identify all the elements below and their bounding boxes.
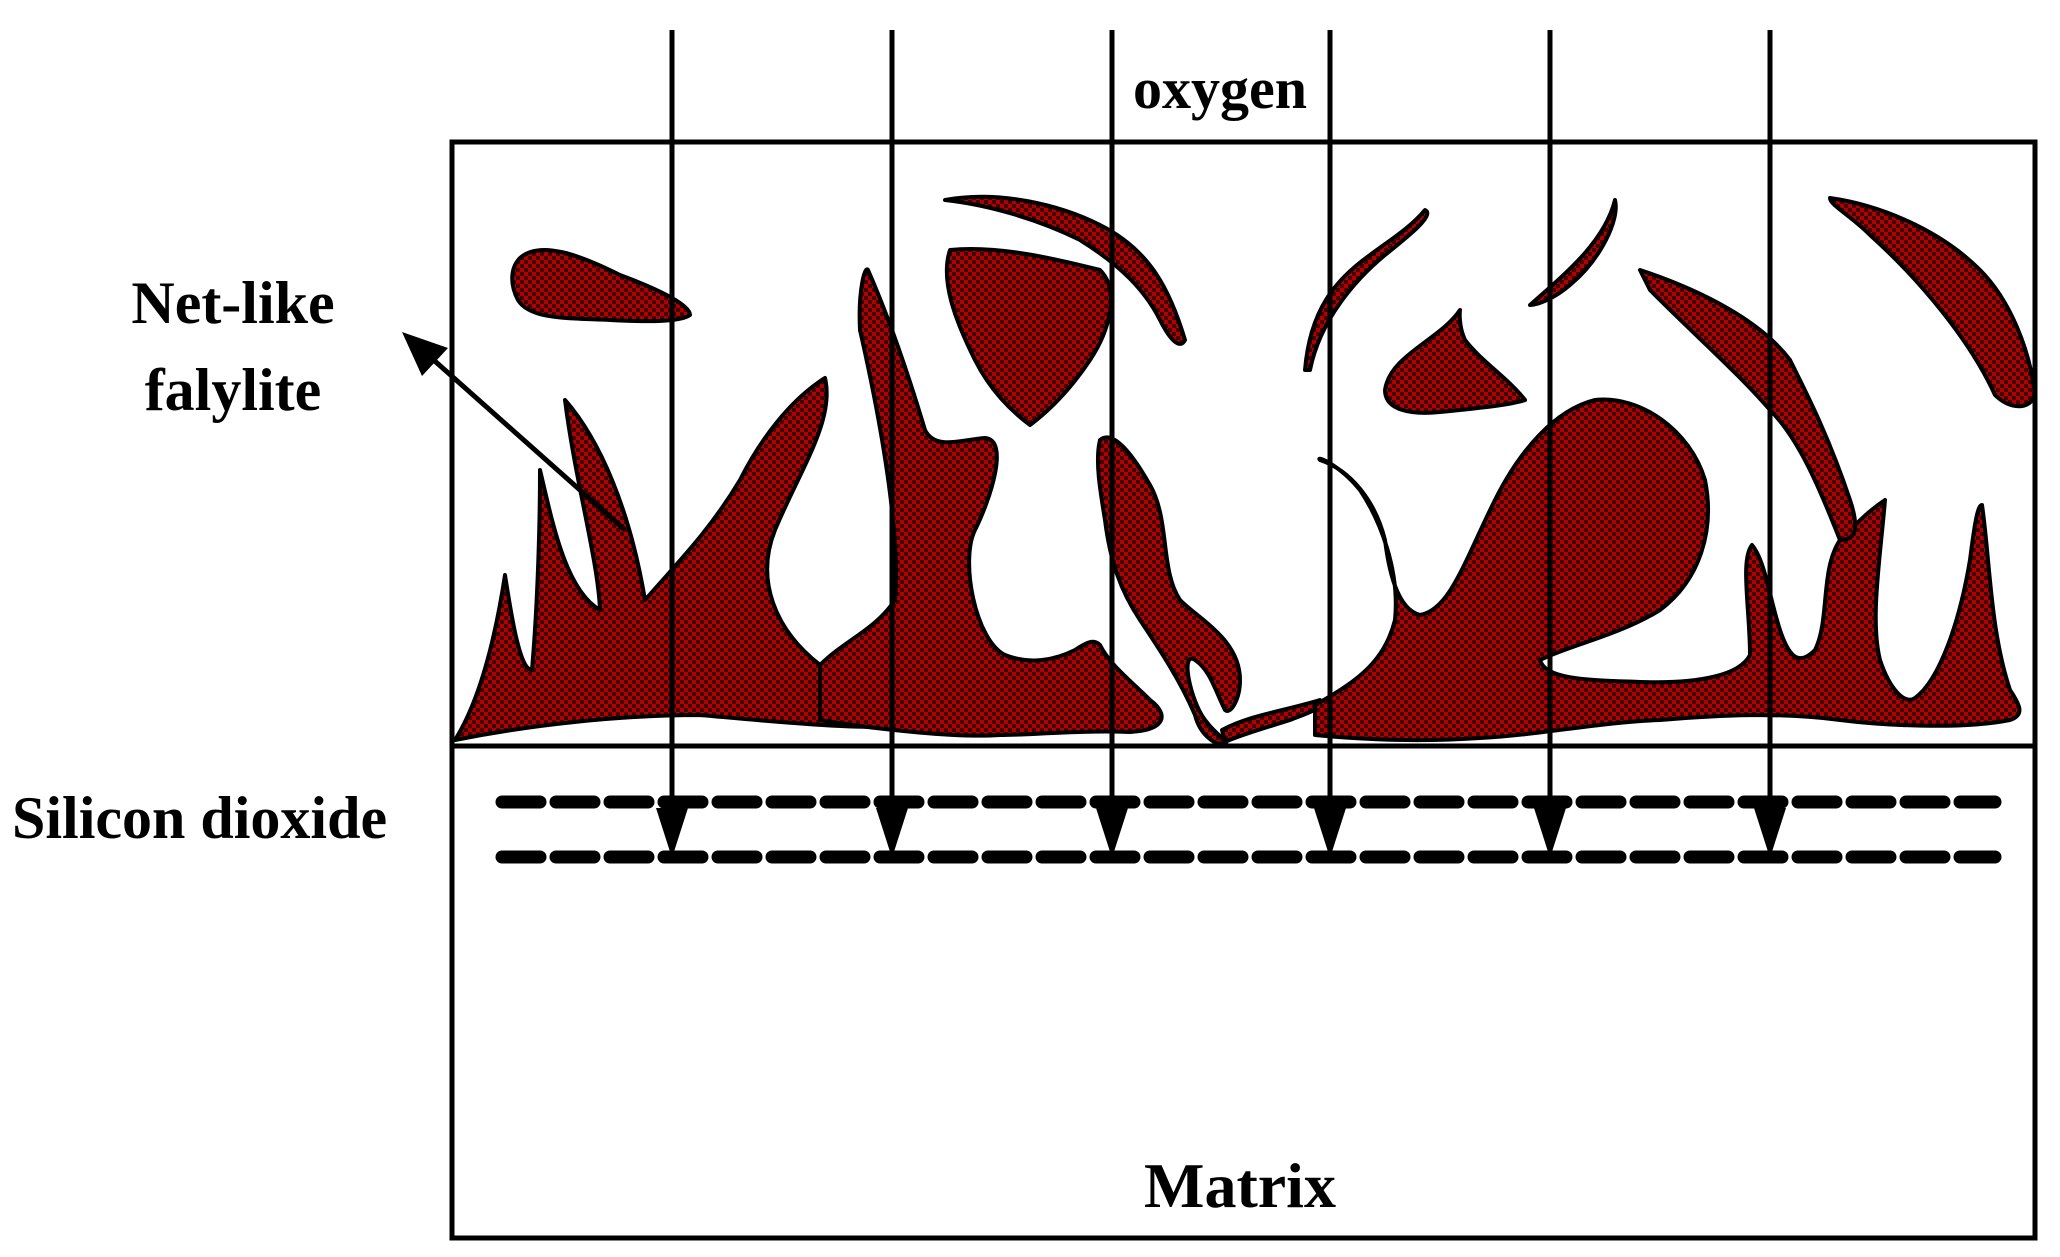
matrix-box — [449, 743, 2038, 1241]
oxygen-arrowhead-1 — [656, 808, 688, 858]
silicon-dioxide-label: Silicon dioxide — [12, 785, 387, 851]
falylite-top-arc — [943, 194, 1187, 346]
oxygen-arrowhead-6 — [1754, 808, 1786, 858]
falylite-bridge — [1220, 698, 1323, 744]
falylite-mid-flame — [1095, 435, 1242, 747]
falylite-crescent-top-right — [1828, 196, 2037, 409]
oxygen-label: oxygen — [1133, 56, 1307, 121]
oxygen-arrowhead-3 — [1096, 808, 1128, 858]
falylite-teardrop-right — [1383, 308, 1527, 415]
falylite-network — [453, 194, 2037, 747]
falylite-center-mass — [818, 267, 1164, 738]
falylite-pointer-head — [402, 332, 448, 376]
matrix-label: Matrix — [1144, 1150, 1336, 1221]
falylite-sliver — [1528, 198, 1618, 307]
falylite-crescent — [1303, 208, 1430, 372]
falylite-teardrop-left — [510, 248, 692, 324]
falylite-right-mass — [1313, 397, 2022, 743]
falylite-pointer-line — [426, 353, 627, 532]
oxygen-arrows — [656, 30, 1786, 858]
oxygen-arrowhead-2 — [876, 808, 908, 858]
oxygen-arrowhead-4 — [1314, 808, 1346, 858]
oxygen-arrowhead-5 — [1534, 808, 1566, 858]
falylite-label: falylite — [145, 357, 322, 423]
net-like-label: Net-like — [131, 270, 334, 336]
falylite-inverted-triangle — [944, 247, 1113, 427]
